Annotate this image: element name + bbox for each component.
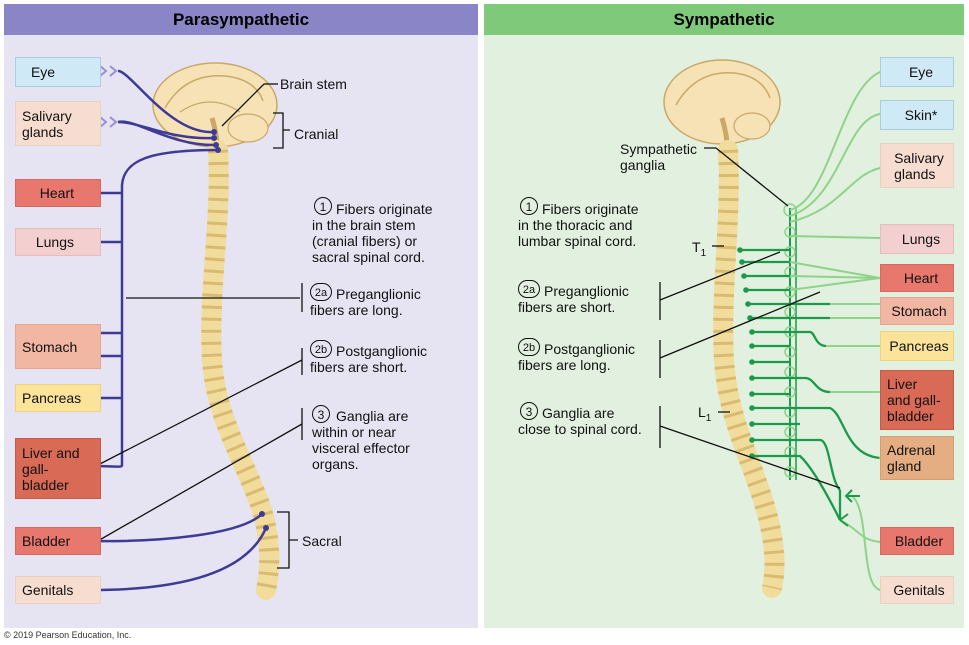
symp-note-1-text: Fibers originate in the thoracic and lum… [518,201,639,249]
parasympathetic-title: Parasympathetic [4,4,478,35]
symp-organ-skin: Skin* [880,100,954,130]
symp-note-1-number: 1 [520,197,538,215]
right-leader-lines [659,147,841,489]
para-organ-genitals: Genitals [15,576,101,604]
symp-organ-heart: Heart [880,264,954,292]
symp-preganglionic [740,248,881,521]
para-organ-lungs: Lungs [15,228,101,256]
para-note-3-number: 3 [312,405,330,423]
t1-label: T1 [692,239,706,262]
para-organ-stomach: Stomach [15,324,101,369]
symp-organ-stomach: Stomach [880,297,954,325]
para-organ-liver-gallbladder: Liver and gall- bladder [15,438,101,499]
symp-chain [789,208,797,480]
para-note-3-text: Ganglia are within or near visceral effe… [312,408,410,472]
symp-note-2b-text: Postganglionic fibers are long. [518,341,636,373]
right-spine-illustration [713,140,785,598]
para-cranial-fibers [89,69,268,592]
sympathetic-title: Sympathetic [484,4,964,35]
para-note-2b-text: Postganglionic fibers are short. [310,343,428,375]
symp-adrenal-ganglia [839,489,860,527]
cranial-label: Cranial [294,126,339,142]
symp-origin-dots [737,247,755,459]
symp-note-3-number: 3 [520,402,538,420]
left-leader-lines [95,83,303,569]
symp-organ-adrenal-gland: Adrenal gland [880,436,954,480]
para-note-2b-number: 2b [310,340,332,358]
copyright-notice: © 2019 Pearson Education, Inc. [4,630,132,640]
l1-letter: L [698,404,706,420]
symp-postganglionic [789,71,881,591]
para-note-1-text: Fibers originate in the brain stem (cran… [312,201,433,265]
para-organ-heart: Heart [15,179,101,207]
symp-organ-pancreas: Pancreas [880,331,954,361]
symp-note-3-text: Ganglia are close to spinal cord. [518,405,642,437]
sacral-label: Sacral [302,533,342,549]
symp-organ-liver-gallbladder: Liver and gall- bladder [880,370,954,430]
symp-organ-lungs: Lungs [880,224,954,254]
symp-note-2a-text: Preganglionic fibers are short. [518,283,629,315]
symp-note-2a-number: 2a [518,280,540,298]
para-organ-eye: Eye [15,57,101,87]
symp-organ-genitals: Genitals [880,576,954,604]
para-note-2a-text: Preganglionic fibers are long. [310,286,421,318]
t1-subscript: 1 [700,247,707,259]
t1-letter: T [692,239,701,255]
para-organ-pancreas: Pancreas [15,384,101,412]
symp-organ-eye: Eye [880,57,954,87]
symp-organ-bladder: Bladder [880,527,954,555]
sympathetic-ganglia-label: Sympathetic ganglia [620,141,698,173]
symp-organ-salivary-glands: Salivary glands [880,143,954,188]
para-note-1-number: 1 [314,197,332,215]
l1-subscript: 1 [705,412,712,424]
symp-note-2b-number: 2b [518,338,540,356]
brain-stem-label: Brain stem [280,76,347,92]
para-organ-bladder: Bladder [15,527,101,555]
l1-label: L1 [698,404,711,427]
para-ganglia-dots [211,129,269,531]
left-spine-illustration [201,140,280,600]
para-note-2a-number: 2a [310,283,332,301]
para-organ-salivary-glands: Salivary glands [15,101,101,146]
